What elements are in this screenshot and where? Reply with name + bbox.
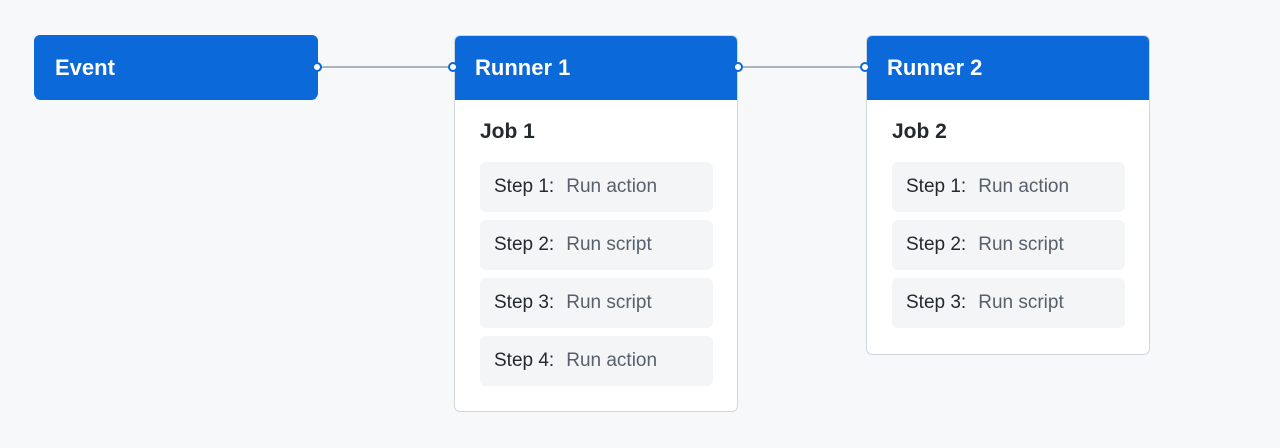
step-label: Step 2: xyxy=(494,234,555,255)
runner-1-node: Runner 1 Job 1 Step 1: Run action Step 2… xyxy=(454,35,738,412)
event-node: Event xyxy=(34,35,318,100)
runner-2-title: Runner 2 xyxy=(867,36,1149,100)
step-item: Step 2: Run script xyxy=(892,220,1125,270)
step-label: Step 1: xyxy=(494,176,555,197)
event-output-port-icon xyxy=(312,62,322,72)
job-2-title: Job 2 xyxy=(892,120,947,143)
step-label: Step 3: xyxy=(906,292,967,313)
step-item: Step 1: Run action xyxy=(480,162,713,212)
step-label: Step 4: xyxy=(494,350,555,371)
job-1-title: Job 1 xyxy=(480,120,535,143)
step-item: Step 2: Run script xyxy=(480,220,713,270)
step-action: Run script xyxy=(566,292,652,313)
step-label: Step 1: xyxy=(906,176,967,197)
connector-event-runner1 xyxy=(317,66,453,68)
job-1-steps: Step 1: Run action Step 2: Run script St… xyxy=(455,144,737,406)
event-label: Event xyxy=(35,36,317,100)
step-action: Run action xyxy=(566,350,658,371)
runner-2-input-port-icon xyxy=(860,62,870,72)
connector-runner1-runner2 xyxy=(739,66,865,68)
runner-1-output-port-icon xyxy=(733,62,743,72)
runner-2-node: Runner 2 Job 2 Step 1: Run action Step 2… xyxy=(866,35,1150,355)
step-item: Step 3: Run script xyxy=(892,278,1125,328)
runner-1-title: Runner 1 xyxy=(455,36,737,100)
job-2-steps: Step 1: Run action Step 2: Run script St… xyxy=(867,144,1149,348)
step-action: Run script xyxy=(566,234,652,255)
step-label: Step 2: xyxy=(906,234,967,255)
step-action: Run script xyxy=(978,234,1064,255)
runner-1-input-port-icon xyxy=(448,62,458,72)
step-item: Step 3: Run script xyxy=(480,278,713,328)
step-action: Run action xyxy=(978,176,1070,197)
step-item: Step 4: Run action xyxy=(480,336,713,386)
step-action: Run action xyxy=(566,176,658,197)
step-item: Step 1: Run action xyxy=(892,162,1125,212)
step-action: Run script xyxy=(978,292,1064,313)
step-label: Step 3: xyxy=(494,292,555,313)
